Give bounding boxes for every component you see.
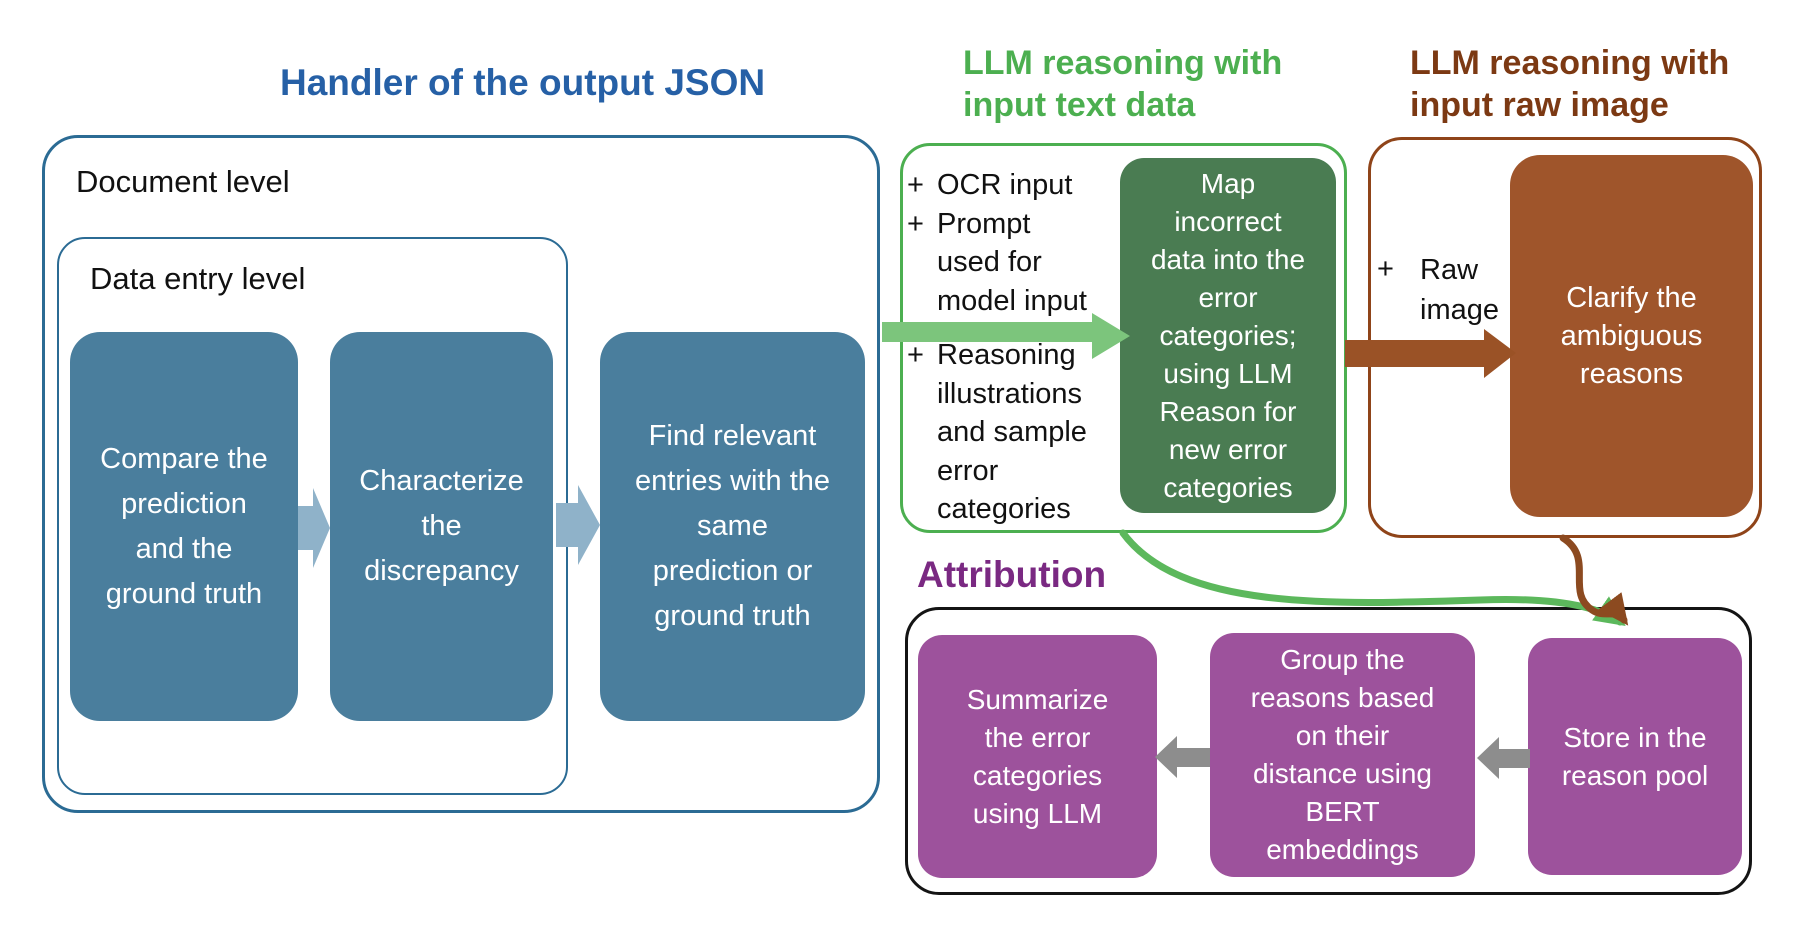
plus-icon: +: [907, 339, 924, 371]
list-item-label: OCR input: [937, 169, 1073, 201]
map-error-categories-box: Map incorrect data into the error catego…: [1120, 158, 1336, 513]
llm-text-input-list: + OCR input + Prompt used for model inpu…: [907, 166, 1132, 529]
list-item-label: Reasoning illustrations and sample error…: [937, 339, 1087, 525]
list-item: + Prompt used for model input: [907, 205, 1132, 321]
group-reasons-box: Group the reasons based on their distanc…: [1210, 633, 1475, 877]
store-reason-pool-box: Store in the reason pool: [1528, 638, 1742, 875]
list-item-label: Raw image: [1420, 254, 1499, 326]
list-item: + Reasoning illustrations and sample err…: [907, 336, 1132, 529]
attribution-section-title: Attribution: [917, 554, 1107, 595]
step-find-entries-box: Find relevant entries with the same pred…: [600, 332, 865, 721]
step-characterize-box: Characterize the discrepancy: [330, 332, 553, 721]
data-entry-level-label: Data entry level: [90, 261, 306, 296]
llm-text-section-title: LLM reasoning with input text data: [963, 44, 1283, 124]
llm-image-section-title: LLM reasoning with input raw image: [1410, 44, 1730, 124]
plus-icon: +: [907, 207, 924, 240]
plus-icon: +: [907, 169, 924, 201]
handler-section-title: Handler of the output JSON: [280, 62, 766, 103]
list-item-label: Prompt used for model input: [937, 207, 1087, 317]
plus-icon: +: [1377, 253, 1394, 285]
clarify-reasons-box: Clarify the ambiguous reasons: [1510, 155, 1753, 517]
list-item: + OCR input: [907, 166, 1132, 205]
step-compare-box: Compare the prediction and the ground tr…: [70, 332, 298, 721]
document-level-label: Document level: [76, 164, 290, 199]
summarize-categories-box: Summarize the error categories using LLM: [918, 635, 1157, 878]
raw-image-list-item: + Raw image: [1377, 250, 1499, 330]
